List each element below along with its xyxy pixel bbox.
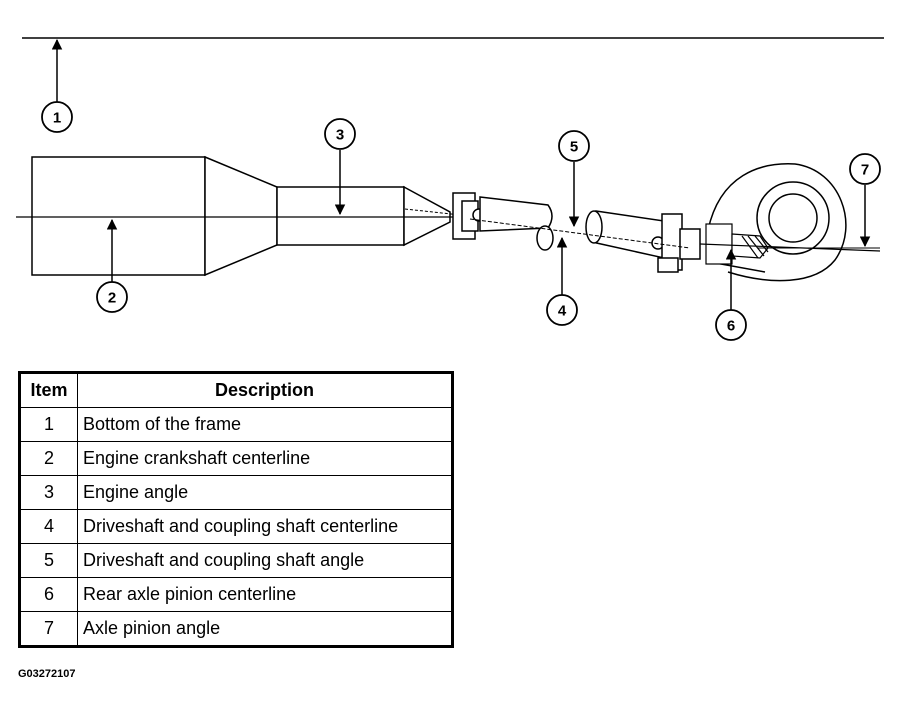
table-row: 6 Rear axle pinion centerline — [19, 577, 453, 612]
legend-item-description: Driveshaft and coupling shaft angle — [77, 543, 453, 578]
table-row: 5 Driveshaft and coupling shaft angle — [19, 543, 453, 578]
legend-item-number: 3 — [19, 475, 78, 510]
driveshaft-centerline — [469, 218, 691, 249]
legend-item-description: Driveshaft and coupling shaft centerline — [77, 509, 453, 544]
callout-6-label: 6 — [727, 318, 735, 335]
driveline-angle-diagram: 1 2 3 4 5 6 7 — [16, 37, 884, 341]
callout-6-circle — [715, 309, 747, 341]
legend-table: Item Description 1 Bottom of the frame 2… — [18, 371, 454, 648]
callout-1-circle — [41, 101, 73, 133]
table-row: 4 Driveshaft and coupling shaft centerli… — [19, 509, 453, 544]
callout-1-label: 1 — [53, 110, 61, 127]
callout-4-label: 4 — [558, 303, 567, 320]
legend-item-number: 2 — [19, 441, 78, 476]
rear-u-joint — [657, 213, 701, 273]
callout-2-label: 2 — [108, 290, 116, 307]
callout-2-circle — [96, 281, 128, 313]
legend-item-description: Engine crankshaft centerline — [77, 441, 453, 476]
legend-header-item: Item — [19, 372, 78, 408]
legend-item-description: Engine angle — [77, 475, 453, 510]
callout-3-circle — [324, 118, 356, 150]
legend-header-row: Item Description — [19, 372, 453, 408]
legend-item-description: Bottom of the frame — [77, 407, 453, 442]
table-row: 3 Engine angle — [19, 475, 453, 510]
legend-item-description: Axle pinion angle — [77, 611, 453, 647]
legend-item-description: Rear axle pinion centerline — [77, 577, 453, 612]
callout-7-circle — [849, 153, 881, 185]
engine — [31, 155, 451, 277]
legend-item-number: 5 — [19, 543, 78, 578]
callout-7-label: 7 — [861, 162, 869, 179]
legend-item-number: 1 — [19, 407, 78, 442]
legend-item-number: 4 — [19, 509, 78, 544]
table-row: 7 Axle pinion angle — [19, 611, 453, 647]
callout-5-label: 5 — [570, 139, 578, 156]
table-row: 1 Bottom of the frame — [19, 407, 453, 442]
legend-item-number: 7 — [19, 611, 78, 647]
callout-4-circle — [546, 294, 578, 326]
legend-header-description: Description — [77, 372, 453, 408]
driveshaft — [479, 196, 554, 251]
legend-item-number: 6 — [19, 577, 78, 612]
table-row: 2 Engine crankshaft centerline — [19, 441, 453, 476]
engine-angle-line — [404, 208, 471, 217]
callout-3-label: 3 — [336, 127, 344, 144]
callout-5-circle — [558, 130, 590, 162]
figure-id: G03272107 — [18, 668, 76, 680]
coupling-shaft — [585, 210, 665, 259]
